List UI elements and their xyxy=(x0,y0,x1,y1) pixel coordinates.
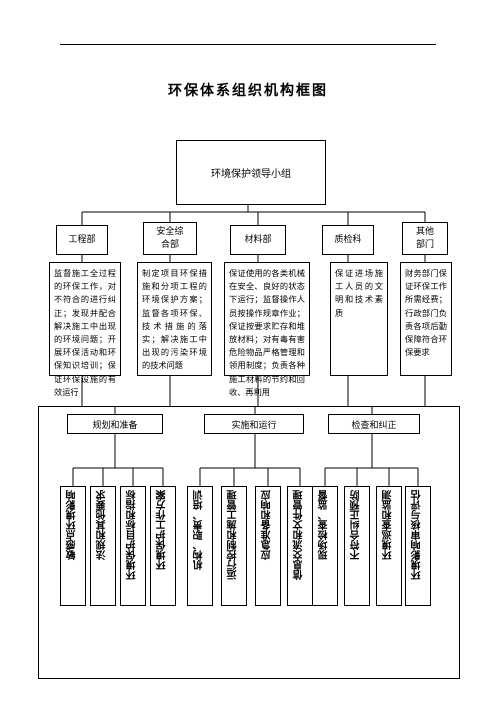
process-frame xyxy=(38,406,460,679)
dept-quality-box: 质检科 xyxy=(322,225,374,255)
item-box: 法规和其他要求 xyxy=(90,486,116,606)
phase-label: 实施和运行 xyxy=(231,420,277,431)
item-label: 环境巡查和监测 xyxy=(383,490,394,560)
item-box: 环境保护工作方案 xyxy=(150,486,176,606)
phase-label: 检查和纠正 xyxy=(351,420,397,431)
duties-text: 保证进场施工人员的文明和技术素质 xyxy=(335,268,383,318)
dept-label: 安全综合部 xyxy=(156,226,184,250)
dept-materials-duties: 保证使用的各类机械在安全、良好的状态下运行；监督操作人员按操作规章作业；保证按要… xyxy=(224,262,310,397)
item-box: 信息交流和文件管理 xyxy=(287,486,313,606)
item-label: 运行控制和施工管理 xyxy=(228,490,239,580)
item-box: 环境影响审核与评估 xyxy=(405,486,431,606)
item-box: 不符合纠正预防 xyxy=(344,486,370,606)
item-label: 法规和其他要求 xyxy=(97,490,108,560)
item-label: 应急准备和响应 xyxy=(262,490,273,560)
item-box: 运行控制和施工管理 xyxy=(221,486,247,606)
item-box: 环境巡查和监测 xyxy=(376,486,402,606)
item-box: 现场检查、监督 xyxy=(312,486,338,606)
dept-label: 质检科 xyxy=(334,234,362,245)
duties-text: 财务部门保证环保工作所需经费；行政部门负责各项后勤保障符合环保要求 xyxy=(405,268,447,358)
item-label: 环境影响审核与评估 xyxy=(412,490,423,580)
item-label: 环境保护目标和指标 xyxy=(127,490,138,580)
item-label: 现场检查、监督 xyxy=(319,490,330,560)
phase-planning-box: 规划和准备 xyxy=(67,414,163,434)
item-box: 应急准备和响应 xyxy=(255,486,281,606)
item-label: 机构、职责、培训 xyxy=(194,490,205,570)
dept-engineering-duties: 监督施工全过程的环保工作，对不符合的进行纠正；发现并配合解决施工中出现的环境问题… xyxy=(49,262,121,397)
dept-label: 其他部门 xyxy=(415,226,434,250)
duties-text: 监督施工全过程的环保工作，对不符合的进行纠正；发现并配合解决施工中出现的环境问题… xyxy=(54,268,116,397)
dept-engineering-box: 工程部 xyxy=(56,225,108,255)
duties-text: 保证使用的各类机械在安全、良好的状态下运行；监督操作人员按操作规章作业；保证按要… xyxy=(229,268,305,397)
item-label: 不符合纠正预防 xyxy=(351,490,362,560)
item-label: 信息交流和文件管理 xyxy=(294,490,305,580)
item-box: 敏感点环境影响 xyxy=(60,486,86,606)
page-title: 环保体系组织机构框图 xyxy=(168,83,328,99)
header-rule xyxy=(60,44,436,45)
phase-label: 规划和准备 xyxy=(92,420,138,431)
dept-materials-box: 材料部 xyxy=(230,225,286,255)
dept-other-box: 其他部门 xyxy=(402,222,448,255)
duties-text: 制定项目环保措施和分项工程的环境保护方案；监督各项环保、技术措施的落实；解决施工… xyxy=(142,268,207,371)
dept-safety-duties: 制定项目环保措施和分项工程的环境保护方案；监督各项环保、技术措施的落实；解决施工… xyxy=(137,262,212,376)
dept-label: 材料部 xyxy=(244,234,272,245)
item-label: 敏感点环境影响 xyxy=(67,490,78,560)
leader-label: 环境保护领导小组 xyxy=(211,169,291,180)
dept-label: 工程部 xyxy=(68,234,96,245)
phase-implementation-box: 实施和运行 xyxy=(204,414,304,434)
dept-other-duties: 财务部门保证环保工作所需经费；行政部门负责各项后勤保障符合环保要求 xyxy=(400,262,452,376)
dept-quality-duties: 保证进场施工人员的文明和技术素质 xyxy=(330,262,388,376)
leader-box: 环境保护领导小组 xyxy=(176,140,326,205)
dept-safety-box: 安全综合部 xyxy=(143,222,197,255)
phase-checking-box: 检查和纠正 xyxy=(328,414,420,434)
item-label: 环境保护工作方案 xyxy=(157,490,168,570)
item-box: 机构、职责、培训 xyxy=(187,486,213,606)
item-box: 环境保护目标和指标 xyxy=(120,486,146,606)
